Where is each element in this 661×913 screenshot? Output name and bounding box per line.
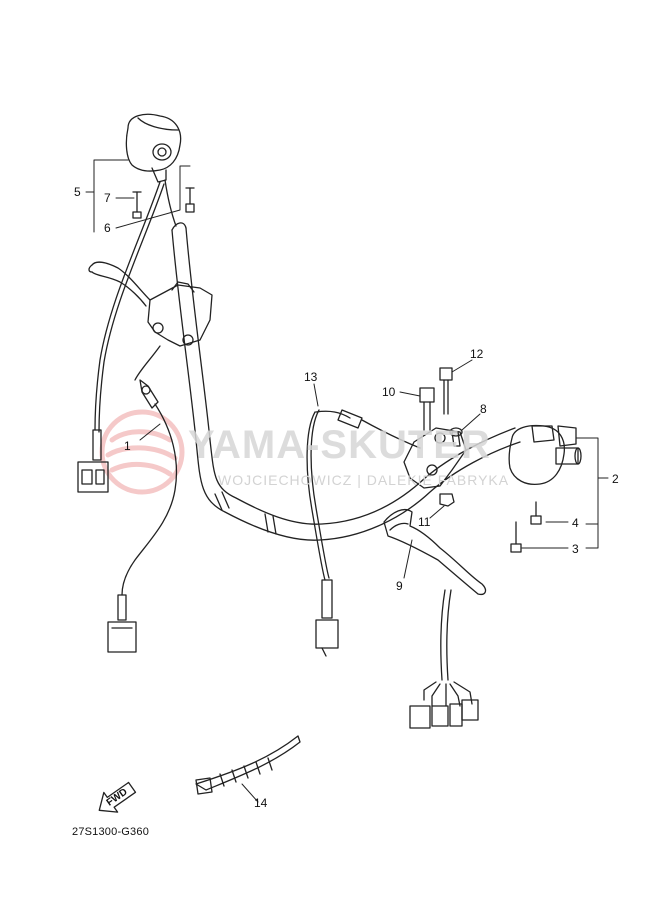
handlebar: [171, 222, 521, 541]
left-switch-housing: [125, 113, 182, 227]
callout-7: 7: [104, 191, 111, 205]
callout-11: 11: [418, 515, 431, 529]
screw-4: [530, 501, 542, 525]
callout-1: 1: [124, 439, 131, 453]
callout-13: 13: [304, 370, 318, 384]
brake-lever: [383, 508, 487, 596]
bolt-10: [419, 387, 435, 431]
clutch-switch: [107, 345, 178, 653]
screw-6: [185, 187, 195, 213]
left-switch-harness: [77, 181, 165, 493]
nut-11: [439, 493, 455, 507]
screw-7: [132, 191, 142, 219]
lever-holder: [403, 427, 467, 489]
bolt-12: [439, 367, 453, 415]
callout-9: 9: [396, 579, 403, 593]
right-switch-housing: [508, 424, 582, 486]
clutch-lever: [88, 261, 213, 347]
watermark-logo: [99, 409, 185, 495]
screw-3: [510, 521, 522, 553]
callout-4: 4: [572, 516, 579, 530]
callout-6: 6: [104, 221, 111, 235]
washer-8: [449, 427, 463, 437]
right-switch-harness: [409, 589, 479, 729]
callout-14: 14: [254, 796, 268, 810]
drawing-code: 27S1300-G360: [72, 826, 150, 838]
brake-switch-cable: [306, 409, 421, 657]
callout-5: 5: [74, 185, 81, 199]
callout-2: 2: [612, 472, 619, 486]
leader-lines: [85, 159, 609, 803]
callout-3: 3: [572, 542, 579, 556]
cable-tie: [195, 735, 301, 795]
callout-10: 10: [382, 385, 396, 399]
watermark-title: YAMA-SKUTER: [188, 423, 491, 467]
fwd-arrow-icon: [98, 781, 137, 813]
watermark-subtitle: WOJCIECHOWICZ | DALEKIE FABRYKA: [218, 472, 510, 488]
callout-8: 8: [480, 402, 487, 416]
callout-12: 12: [470, 347, 484, 361]
